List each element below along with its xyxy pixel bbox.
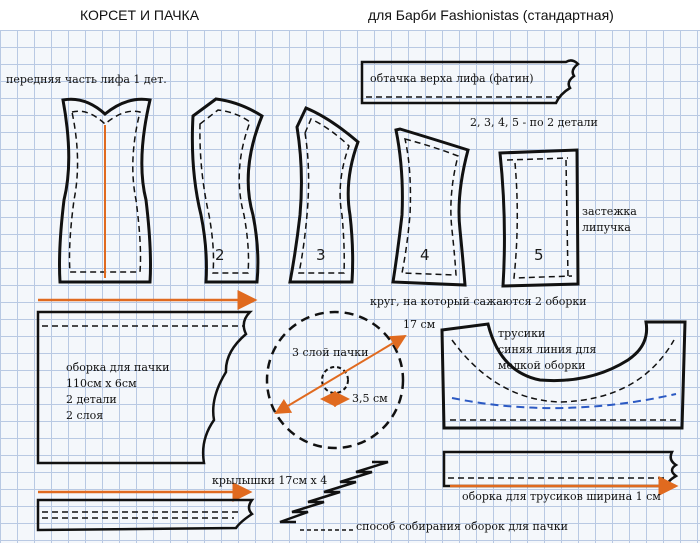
page-title: КОРСЕТ И ПАЧКА xyxy=(80,7,200,23)
header-band xyxy=(0,0,700,30)
label-inner-diameter: 3,5 см xyxy=(352,392,388,405)
piece-skirt-circle xyxy=(265,310,407,450)
label-circle-diameter: 17 см xyxy=(403,318,436,331)
piece-front-bodice xyxy=(58,97,152,284)
label-panties-line-2: синяя линия для xyxy=(498,343,597,356)
label-two-pieces-note: 2, 3, 4, 5 - по 2 детали xyxy=(470,116,598,129)
label-closure-line-1: застежка xyxy=(582,205,637,218)
label-panties: трусики синяя линия для мелкой оборки xyxy=(498,326,596,374)
label-gathering-method: способ собирания оборок для пачки xyxy=(356,520,568,533)
label-skirt-ruffle-line-3: 2 детали xyxy=(66,393,117,406)
label-panties-line-3: мелкой оборки xyxy=(498,359,586,372)
piece-wings xyxy=(36,482,255,532)
piece-number-5: 5 xyxy=(534,246,544,264)
piece-skirt-ruffle xyxy=(36,310,254,465)
piece-5 xyxy=(498,148,580,288)
label-closure-line-2: липучка xyxy=(582,221,631,234)
label-panties-line-1: трусики xyxy=(498,327,546,340)
label-skirt-ruffle-line-4: 2 слоя xyxy=(66,409,104,422)
label-skirt-ruffle-line-2: 110см х 6см xyxy=(66,377,137,390)
label-skirt-ruffle: оборка для пачки 110см х 6см 2 детали 2 … xyxy=(66,360,169,424)
piece-bodice-facing xyxy=(360,59,580,105)
piece-panties xyxy=(440,320,687,430)
label-panties-ruffle: оборка для трусиков ширина 1 см xyxy=(462,490,661,503)
piece-3 xyxy=(288,106,360,284)
label-front-bodice: передняя часть лифа 1 дет. xyxy=(6,73,167,86)
label-bodice-facing: обтачка верха лифа (фатин) xyxy=(370,72,534,85)
label-circle-title: круг, на который сажаются 2 оборки xyxy=(370,295,587,308)
label-circle-layer: 3 слой пачки xyxy=(292,346,369,359)
gathering-zigzag-diagram xyxy=(279,460,389,531)
piece-number-4: 4 xyxy=(420,246,430,264)
piece-2 xyxy=(190,97,264,284)
piece-number-2: 2 xyxy=(215,246,225,264)
piece-panties-ruffle xyxy=(442,450,679,496)
piece-number-3: 3 xyxy=(316,246,326,264)
piece-4 xyxy=(391,127,470,287)
label-skirt-ruffle-line-1: оборка для пачки xyxy=(66,361,170,374)
label-wings: крылышки 17см х 4 xyxy=(212,474,328,487)
label-closure: застежка липучка xyxy=(582,204,637,236)
page-subtitle: для Барби Fashionistas (стандартная) xyxy=(368,7,614,23)
